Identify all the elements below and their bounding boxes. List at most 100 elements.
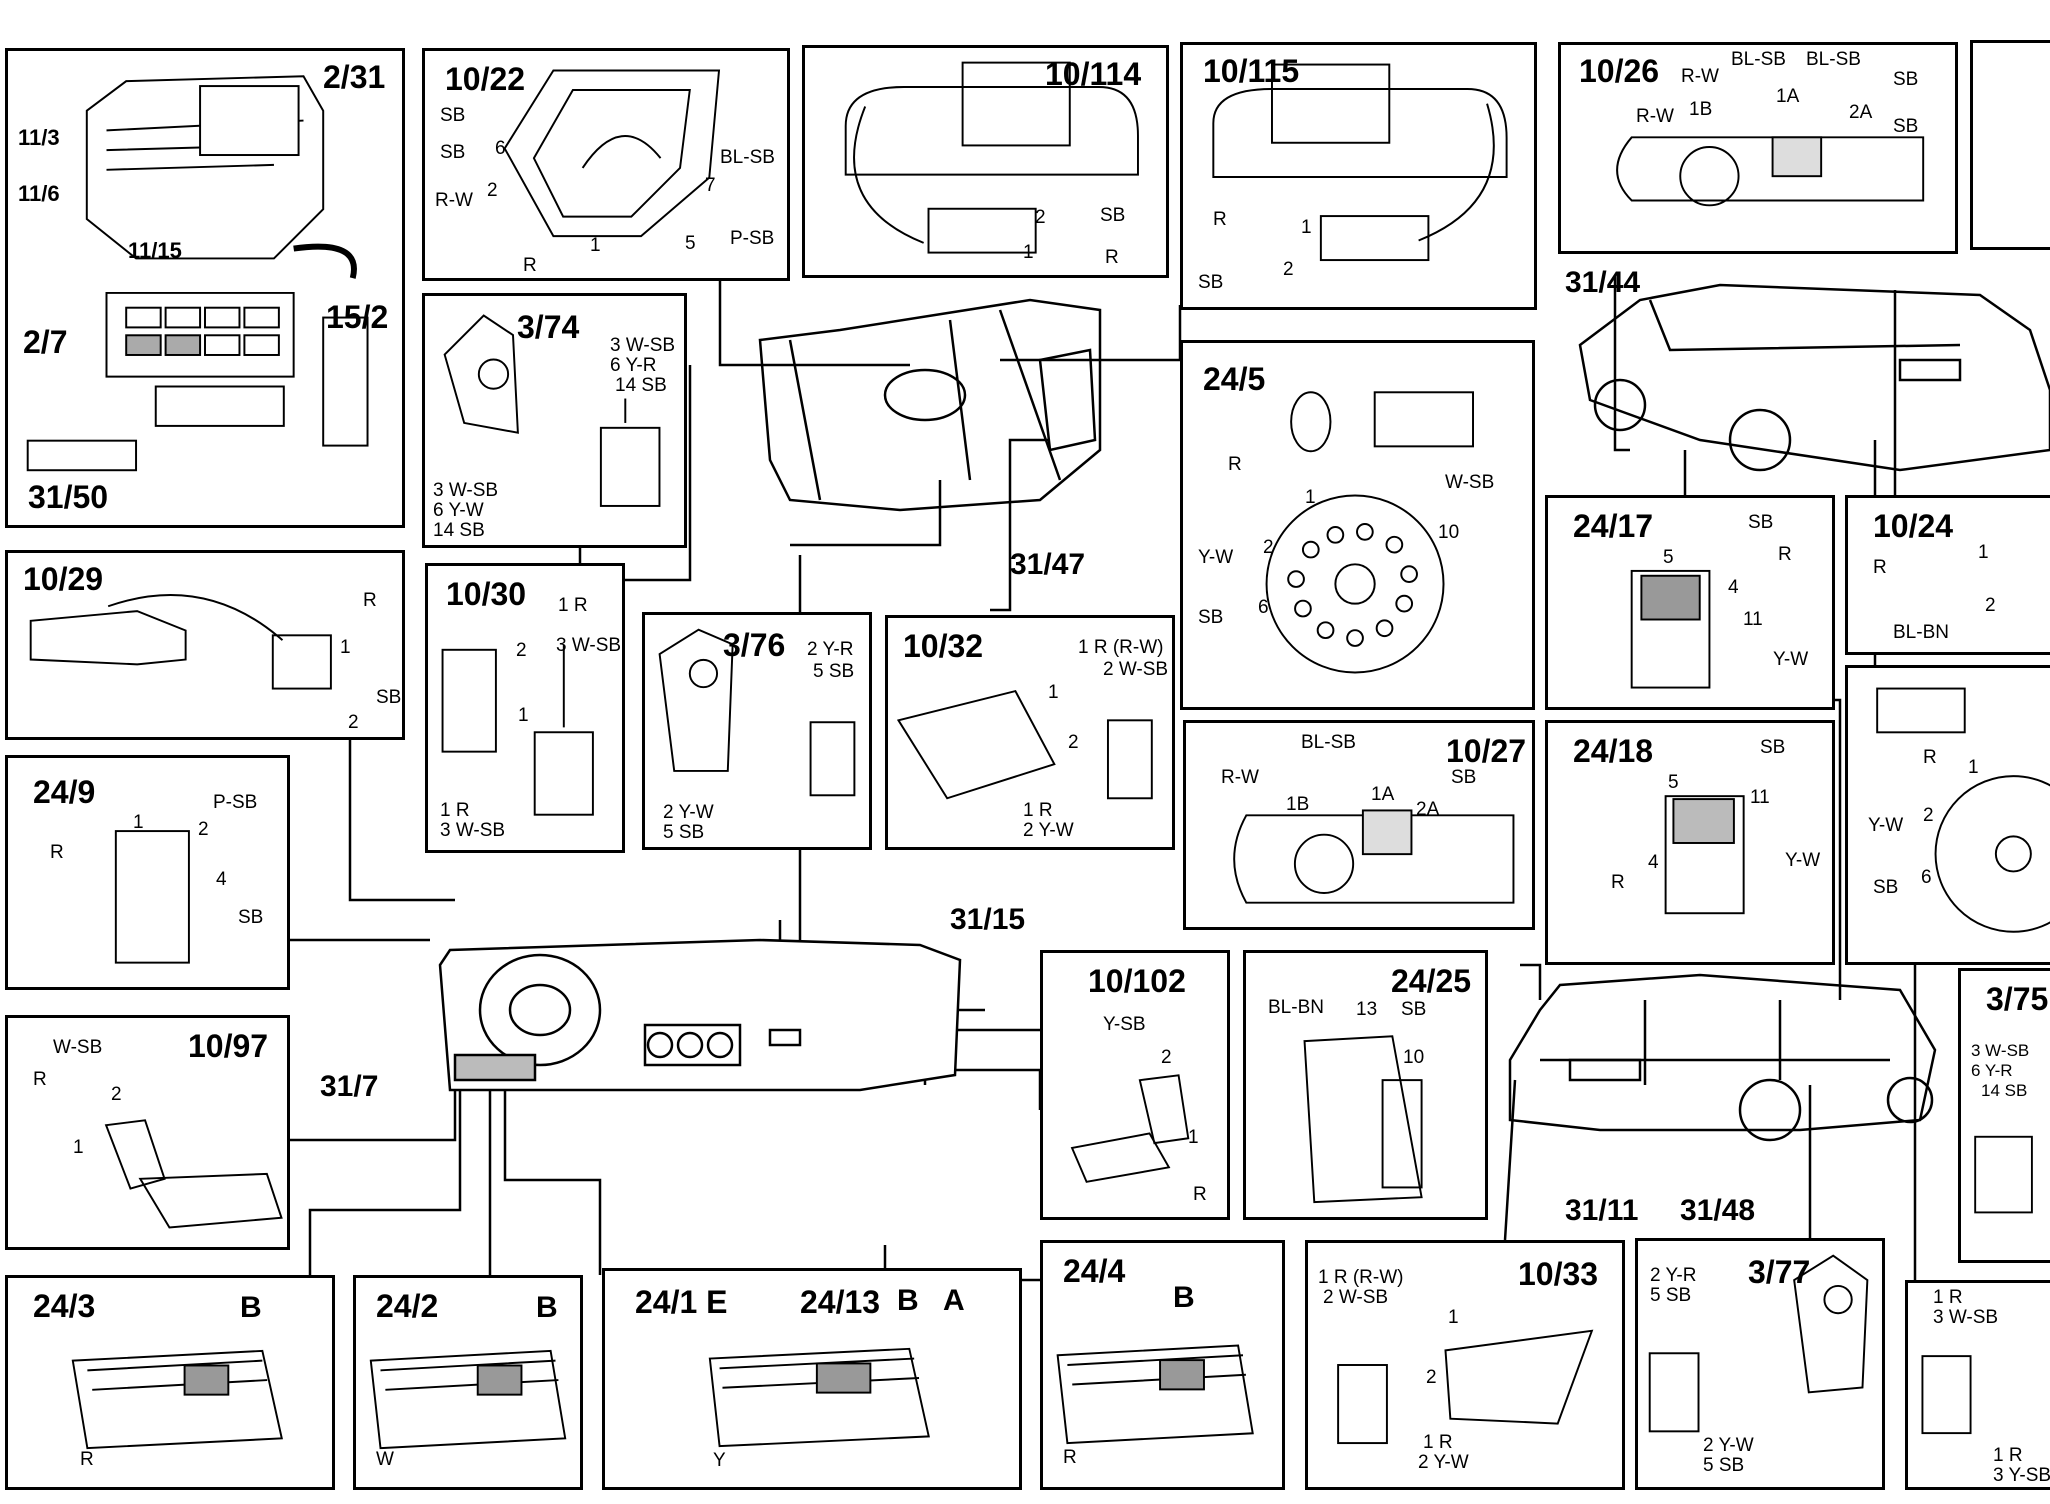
label: 2 Y-W xyxy=(663,802,714,823)
panel-title: 10/22 xyxy=(445,61,526,97)
label: 6 Y-R xyxy=(610,355,657,376)
label: R xyxy=(80,1449,94,1470)
label: R xyxy=(33,1069,47,1090)
panel-10-33: 10/33 1 R (R-W) 2 W-SB 1 2 1 R 2 Y-W xyxy=(1305,1240,1625,1490)
label: R-W xyxy=(1636,106,1674,127)
label: 1 R xyxy=(1023,800,1053,821)
label: SB xyxy=(440,142,466,163)
panel-24-3: 24/3 B R xyxy=(5,1275,335,1490)
label: 1B xyxy=(1689,99,1713,120)
panel-3-75: 3/75 3 W-SB 6 Y-R 14 SB xyxy=(1958,968,2050,1263)
label: 4 xyxy=(216,869,227,890)
label: 3 W-SB xyxy=(610,335,676,356)
label: 1 R (R-W) xyxy=(1078,637,1164,658)
label: SB xyxy=(1198,607,1224,628)
label: 5 SB xyxy=(813,661,855,682)
label: R xyxy=(363,590,377,611)
label: 1 xyxy=(1048,682,1059,703)
label: 2 Y-R xyxy=(807,639,854,660)
label: 1A xyxy=(1371,784,1395,805)
label: R xyxy=(1873,557,1887,578)
label: SB xyxy=(1401,999,1427,1020)
label: 2 xyxy=(1263,537,1274,558)
label: 1B xyxy=(1286,794,1310,815)
label: 1 R xyxy=(1993,1445,2023,1466)
panel-10-102: 10/102 Y-SB 2 1 R xyxy=(1040,950,1230,1220)
panel-edge-top-right xyxy=(1970,40,2050,250)
panel-3-77: 3/77 2 Y-R 5 SB 2 Y-W 5 SB xyxy=(1635,1238,1885,1490)
label-11-3: 11/3 xyxy=(18,125,60,150)
label: 3 W-SB xyxy=(1933,1307,1999,1328)
label: 10 xyxy=(1438,522,1460,543)
fuse-box-illustration xyxy=(26,75,369,472)
panel-2-31: 2/31 11/3 11/6 11/15 2/7 15/2 31/50 xyxy=(5,48,405,528)
label: 11 xyxy=(1750,787,1770,808)
panel-title: 3/77 xyxy=(1748,1254,1811,1290)
label: 11 xyxy=(1743,609,1763,630)
label: 2 xyxy=(348,712,359,733)
panel-title: 10/114 xyxy=(1045,56,1142,92)
label-11-6: 11/6 xyxy=(18,181,60,206)
label: 1 R xyxy=(1933,1287,1963,1308)
label: 4 xyxy=(1728,577,1739,598)
label: 1 xyxy=(1301,217,1312,238)
label: BL-BN xyxy=(1268,997,1324,1018)
label: 1 xyxy=(1448,1307,1459,1328)
label: SB xyxy=(1893,69,1919,90)
label: 2A xyxy=(1416,799,1440,820)
label: 1 xyxy=(73,1137,84,1158)
callout-31-44: 31/44 xyxy=(1565,266,1641,299)
label: 13 xyxy=(1356,999,1378,1020)
label: 10 xyxy=(1403,1047,1425,1068)
panel-24-5-right: R 1 Y-W 2 SB 6 xyxy=(1845,665,2050,965)
label: R xyxy=(1611,872,1625,893)
label: 3 Y-SB xyxy=(1993,1465,2050,1486)
label: BL-SB xyxy=(1731,49,1786,70)
label: 2 W-SB xyxy=(1323,1287,1389,1308)
label: BL-SB xyxy=(1301,732,1356,753)
label: R-W xyxy=(1681,66,1719,87)
panel-title: 24/5 xyxy=(1203,361,1266,397)
label: 5 xyxy=(1668,772,1679,793)
label: 14 SB xyxy=(615,375,667,396)
label-11-15: 11/15 xyxy=(128,238,182,263)
panel-title: 3/74 xyxy=(517,309,580,345)
label: 4 xyxy=(1648,852,1659,873)
label: SB xyxy=(1451,767,1477,788)
label: B xyxy=(536,1291,558,1324)
label: 14 SB xyxy=(433,520,485,541)
panel-10-30: 10/30 1 R 2 3 W-SB 1 1 R 3 W-SB xyxy=(425,563,625,853)
label: 2 xyxy=(1985,595,1996,616)
panel-title: 10/26 xyxy=(1579,53,1660,89)
label: 5 SB xyxy=(1703,1455,1745,1476)
label: 2 xyxy=(1426,1367,1437,1388)
label: 14 SB xyxy=(1981,1081,2028,1100)
panel-24-9: 24/9 P-SB 1 2 R 4 SB xyxy=(5,755,290,990)
label: R xyxy=(1105,247,1119,268)
label: P-SB xyxy=(730,228,775,249)
label: R xyxy=(1213,209,1227,230)
panel-title: 10/115 xyxy=(1203,53,1300,89)
panel-title: 24/1 E xyxy=(635,1284,728,1320)
panel-title: 10/24 xyxy=(1873,508,1954,544)
label: 1A xyxy=(1776,86,1800,107)
label: 3 W-SB xyxy=(440,820,506,841)
label: 2 xyxy=(1068,732,1079,753)
label: 1 xyxy=(133,812,144,833)
panel-title: 24/17 xyxy=(1573,508,1654,544)
label: R xyxy=(1193,1184,1207,1205)
label: Y-W xyxy=(1198,547,1234,568)
label-2-7: 2/7 xyxy=(23,324,68,360)
label: 1 R xyxy=(440,800,470,821)
label: SB xyxy=(440,105,466,126)
label: B xyxy=(240,1291,262,1324)
label: BL-SB xyxy=(1806,49,1861,70)
panel-title: 3/75 xyxy=(1986,981,2049,1017)
label: 2 xyxy=(1035,207,1046,228)
panel-10-97: 10/97 W-SB R 2 1 xyxy=(5,1015,290,1250)
label: 1 R (R-W) xyxy=(1318,1267,1404,1288)
label: R-W xyxy=(435,190,473,211)
label: BL-BN xyxy=(1893,622,1949,643)
panel-title: 24/2 xyxy=(376,1288,439,1324)
